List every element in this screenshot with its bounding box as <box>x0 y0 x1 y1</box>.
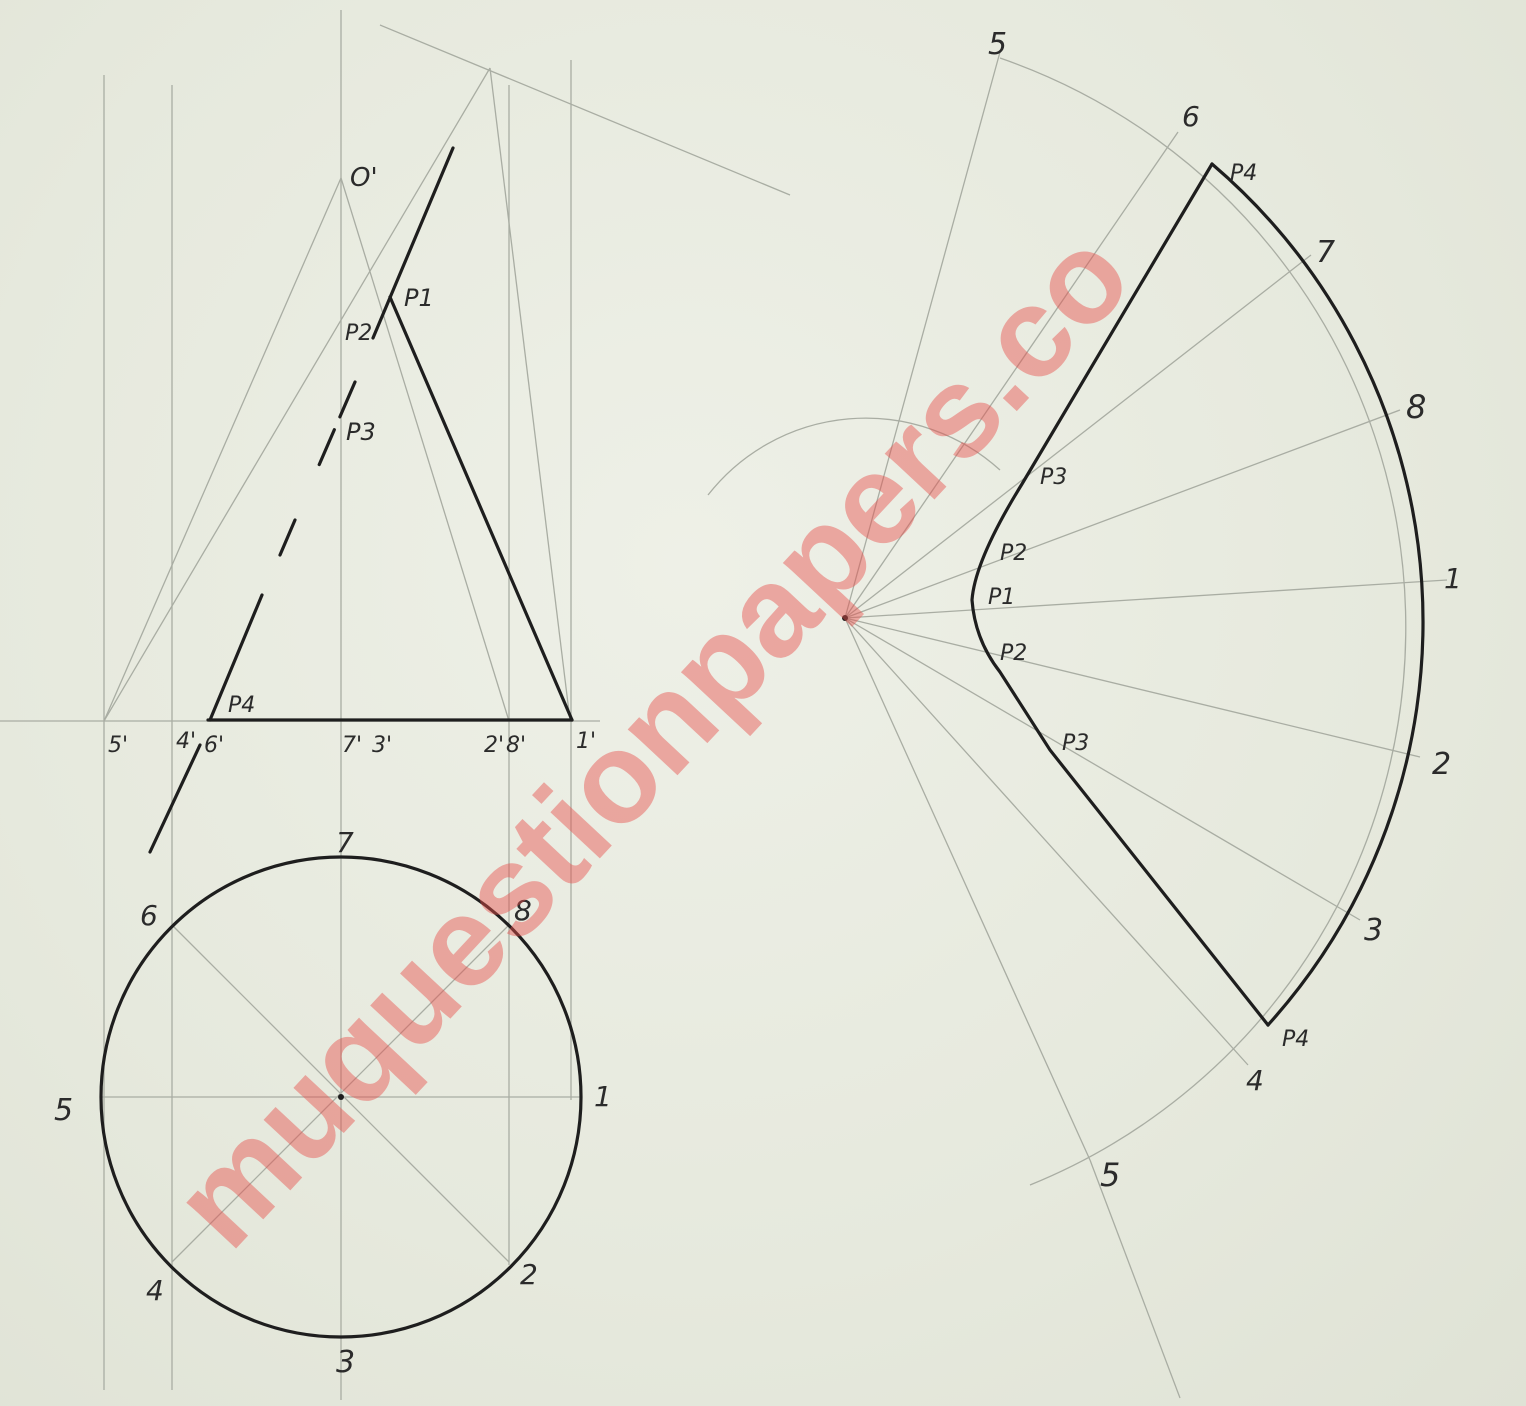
dev-curve-label-p3-top: P3 <box>1040 465 1067 490</box>
plan-label-5: 5 <box>54 1093 73 1128</box>
plan-center-dot <box>338 1094 344 1100</box>
development-curve-labels: P3 P2 P1 P2 P3 <box>988 465 1089 756</box>
dev-arc-label-3: 3 <box>1364 913 1383 948</box>
development-arc-labels: 5 6 P4 7 8 1 2 3 P4 4 5 <box>988 27 1462 1194</box>
base-label-6: 6' <box>204 733 224 758</box>
object-lines <box>99 146 1425 1339</box>
dev-arc-label-4: 4 <box>1246 1064 1264 1097</box>
elevation-labels: O' 5' 4' 6' 7' 3' 2' 8' 1' P1 P2 P3 P4 <box>108 163 596 758</box>
plan-label-4: 4 <box>146 1274 164 1307</box>
base-label-2: 2' <box>484 733 504 758</box>
plan-label-7: 7 <box>336 826 354 859</box>
point-label-p4: P4 <box>228 693 255 718</box>
base-label-5: 5' <box>108 733 128 758</box>
plan-label-6: 6 <box>140 899 158 932</box>
dev-curve-label-p2-bottom: P2 <box>1000 641 1027 666</box>
dev-arc-label-p4-bottom: P4 <box>1282 1027 1309 1052</box>
base-label-7: 7' <box>342 733 362 758</box>
plan-label-1: 1 <box>594 1080 612 1113</box>
dev-arc-label-8: 8 <box>1406 388 1426 426</box>
point-label-p2: P2 <box>345 321 372 346</box>
dev-arc-label-6: 6 <box>1182 100 1200 133</box>
plan-labels: 1 2 3 4 5 6 7 8 <box>54 826 612 1380</box>
dev-curve-label-p3-bottom: P3 <box>1062 731 1089 756</box>
dev-arc-label-p4-top: P4 <box>1230 161 1257 186</box>
dev-curve-label-p1: P1 <box>988 585 1015 610</box>
base-label-3: 3' <box>372 733 392 758</box>
watermark-text: muquestionpapers.co <box>146 204 1158 1274</box>
development-apex-dot <box>842 615 848 621</box>
base-label-4: 4' <box>176 729 196 754</box>
plan-label-8: 8 <box>514 894 532 927</box>
plan-label-2: 2 <box>520 1258 538 1291</box>
dev-arc-label-1: 1 <box>1444 562 1462 595</box>
apex-label: O' <box>350 163 378 193</box>
dev-arc-label-5-bottom: 5 <box>1100 1156 1120 1194</box>
dev-arc-label-5-top: 5 <box>988 27 1007 62</box>
dev-arc-label-7: 7 <box>1316 235 1335 270</box>
dev-curve-label-p2-top: P2 <box>1000 541 1027 566</box>
dev-arc-label-2: 2 <box>1432 747 1451 782</box>
plan-label-3: 3 <box>336 1345 355 1380</box>
base-label-8: 8' <box>506 733 526 758</box>
point-label-p3: P3 <box>346 418 376 446</box>
point-label-p1: P1 <box>404 284 434 312</box>
base-label-1: 1' <box>576 729 596 754</box>
